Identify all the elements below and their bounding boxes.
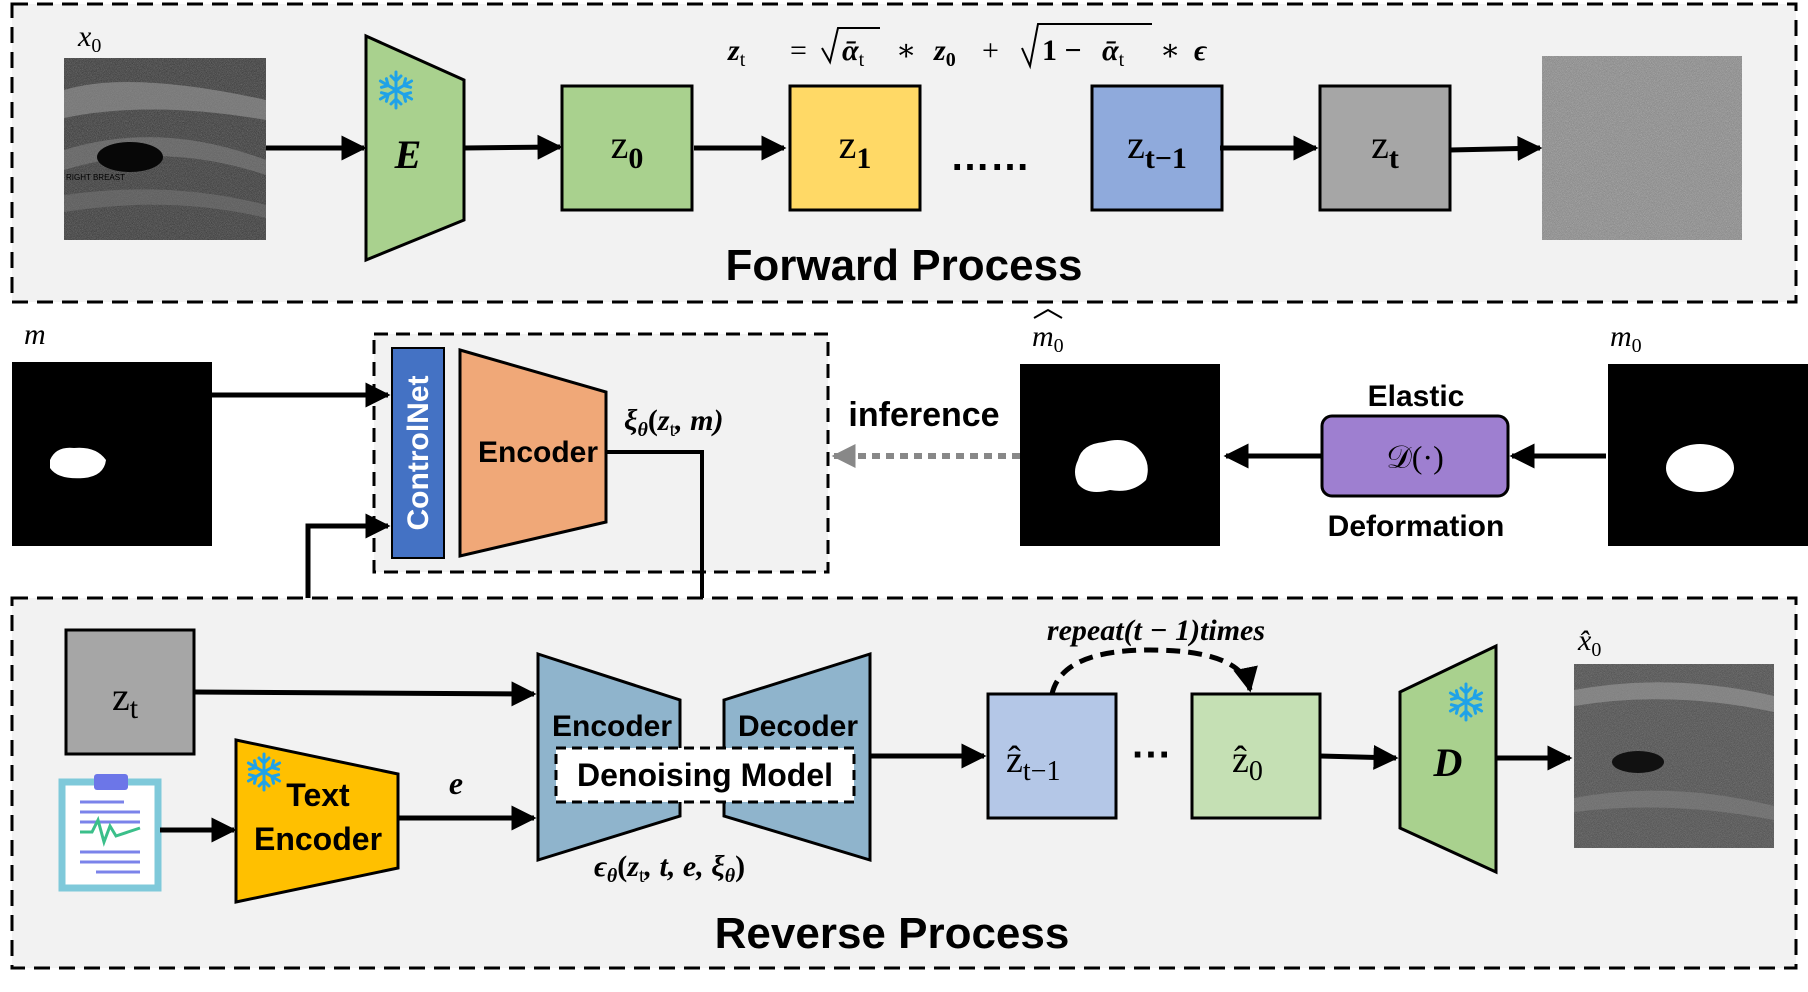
denoising-model-box — [554, 746, 856, 804]
original-mask-image — [1608, 364, 1808, 546]
text-embedding-e-label: e — [449, 765, 463, 801]
reverse-process-title: Reverse Process — [715, 909, 1070, 958]
arrow-zhat0-to-decoder — [1319, 744, 1399, 770]
repeat-label: repeat(t − 1)times — [1047, 614, 1265, 647]
output-ultrasound-image — [1574, 664, 1774, 848]
repeat-dashed-arc — [1049, 647, 1258, 695]
forward-latent-box-1 — [788, 84, 922, 212]
epsilon-theta-label: ϵθ(zt, t, e, ξθ) — [594, 850, 745, 887]
input-ultrasound-image: RIGHT BREAST — [64, 58, 266, 240]
deformation-label: Deformation — [1328, 510, 1505, 543]
svg-text:ᾱt: ᾱt — [1102, 34, 1125, 71]
controlnet-bar — [391, 347, 445, 559]
unet-decoder-label: Decoder — [738, 710, 858, 743]
vae-decoder-trapezoid — [1398, 643, 1498, 875]
controlnet-encoder-label: Encoder — [478, 436, 598, 469]
reverse-zt-label: zt — [112, 674, 139, 725]
svg-text:ϵ: ϵ — [1194, 34, 1207, 67]
zhat-tm1-label: ẑt−1 — [1006, 739, 1060, 787]
svg-text:ᾱt: ᾱt — [842, 34, 865, 71]
svg-text:z0: z0 — [933, 34, 956, 71]
forward-equation: zt = ᾱt ∗ z0 + 1 − ᾱt ∗ ϵ — [727, 23, 1207, 71]
forward-ellipsis: …… — [950, 135, 1030, 179]
forward-latent-label-2: zt−1 — [1127, 122, 1187, 175]
svg-text:∗: ∗ — [896, 34, 916, 67]
x0-label: x0 — [77, 20, 101, 57]
zhat-tm1-box — [986, 692, 1118, 820]
deformed-mask-image — [1020, 364, 1220, 546]
text-encoder-label-line2: Encoder — [254, 821, 382, 857]
text-encoder-label-line1: Text — [286, 777, 350, 813]
arrow-encoder-to-z0 — [463, 134, 563, 160]
svg-text:∗: ∗ — [1160, 34, 1180, 67]
noise-output-image — [1542, 56, 1742, 240]
xi-output-label: ξθ(zt, m) — [624, 404, 723, 441]
reverse-ellipsis: ··· — [1132, 733, 1172, 777]
svg-text:=: = — [790, 34, 807, 67]
zhat-0-label: ẑ0 — [1232, 739, 1263, 787]
controlnet-encoder-trapezoid — [458, 348, 608, 558]
elastic-label: Elastic — [1368, 380, 1465, 413]
zhat-0-box — [1190, 692, 1322, 820]
m0-label: m0 — [1610, 320, 1642, 357]
forward-latent-box-3 — [1318, 84, 1452, 212]
unet-encoder-label: Encoder — [552, 710, 672, 743]
inference-label: inference — [848, 396, 999, 434]
forward-latent-box-2 — [1090, 84, 1224, 212]
forward-latent-label-0: z0 — [611, 122, 644, 175]
vae-encoder-label: E — [394, 132, 422, 177]
svg-text:+: + — [982, 34, 999, 67]
svg-text:1 −: 1 − — [1042, 34, 1082, 67]
forward-process-title: Forward Process — [725, 241, 1082, 290]
svg-text:zt: zt — [727, 34, 746, 71]
forward-latent-row: z0 z1 zt−1 zt — [560, 84, 1452, 212]
arrow-zt-to-denoiser — [193, 681, 537, 707]
svg-text:RIGHT BREAST: RIGHT BREAST — [66, 173, 125, 182]
xhat0-label: x̂0 — [1577, 624, 1601, 661]
mask-m-label: m — [24, 318, 46, 351]
text-report-clipboard-icon — [58, 774, 162, 892]
arrow-zt-to-noise — [1449, 136, 1543, 161]
forward-latent-label-1: z1 — [839, 122, 872, 175]
denoising-model-label: Denoising Model — [577, 757, 833, 793]
mask-m-image — [12, 362, 212, 546]
deformation-operator-label: 𝒟(·) — [1386, 439, 1444, 475]
mhat0-label: m0 — [1032, 320, 1064, 357]
controlnet-label: ControlNet — [402, 376, 435, 531]
forward-latent-label-3: zt — [1371, 122, 1399, 175]
vae-decoder-label: D — [1433, 740, 1463, 785]
